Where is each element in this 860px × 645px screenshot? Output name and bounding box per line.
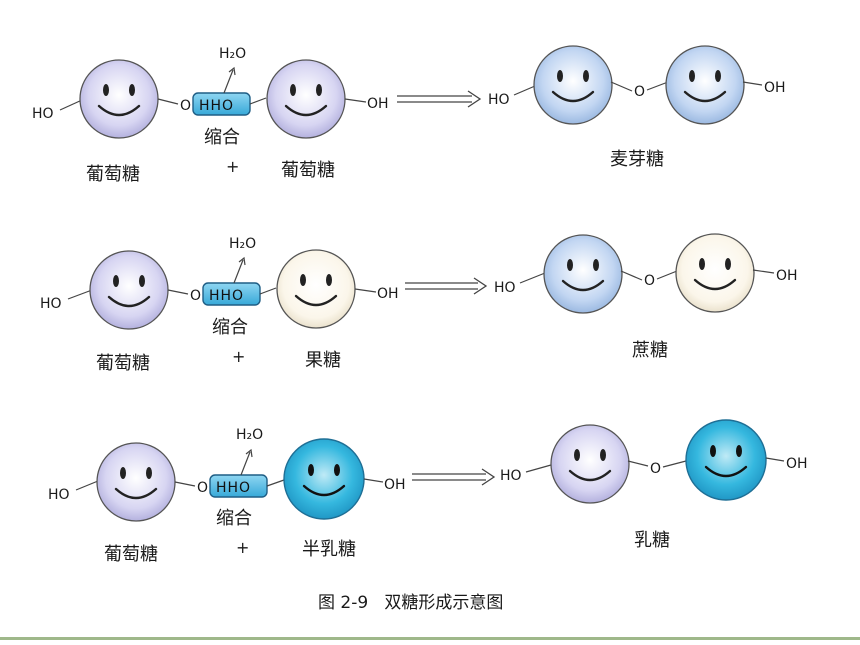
glucose-ring-icon bbox=[533, 45, 613, 125]
box-text: HHO bbox=[216, 480, 251, 496]
box-text: HHO bbox=[199, 98, 234, 114]
product-hydroxyl-right: OH bbox=[786, 456, 808, 472]
reactant-a-name: 葡萄糖 bbox=[86, 164, 140, 185]
reactant-a-name: 葡萄糖 bbox=[96, 353, 150, 374]
process-label: 缩合 bbox=[216, 508, 252, 529]
reaction-arrow-icon bbox=[397, 90, 482, 108]
water-label: H₂O bbox=[229, 236, 256, 252]
figure-caption: 图 2-9 双糖形成示意图 bbox=[318, 593, 503, 613]
fructose-ring-icon bbox=[675, 233, 755, 313]
glucose-ring-icon bbox=[89, 250, 169, 330]
plus-sign: + bbox=[232, 347, 245, 366]
product-hydroxyl-left: HO bbox=[500, 468, 522, 484]
galactose-ring-icon bbox=[283, 438, 365, 520]
water-label: H₂O bbox=[219, 46, 246, 62]
hydroxyl-right-label: OH bbox=[384, 477, 406, 493]
product-name: 乳糖 bbox=[634, 530, 670, 551]
plus-sign: + bbox=[236, 538, 249, 557]
o-left-of-box: O bbox=[180, 98, 191, 114]
o-left-of-box: O bbox=[190, 288, 201, 304]
reaction-arrow-icon bbox=[412, 468, 496, 486]
o-left-of-box: O bbox=[197, 480, 208, 496]
box-text: HHO bbox=[209, 288, 244, 304]
glycosidic-o: O bbox=[650, 461, 661, 477]
glucose-ring-icon bbox=[550, 424, 630, 504]
glucose-ring-icon bbox=[665, 45, 745, 125]
reaction-row-1: HO O HHO H₂O 缩合 + OH 葡萄糖 葡萄糖 bbox=[32, 45, 786, 185]
product-name: 麦芽糖 bbox=[610, 149, 664, 170]
reactant-a-name: 葡萄糖 bbox=[104, 544, 158, 565]
reactant-b-name: 果糖 bbox=[305, 350, 341, 371]
product-hydroxyl-left: HO bbox=[494, 280, 516, 296]
reaction-row-3: HO O HHO H₂O 缩合 + OH 葡萄糖 半乳糖 bbox=[48, 419, 808, 565]
reaction-row-2: HO O HHO H₂O 缩合 + OH 葡萄糖 果糖 bbox=[40, 233, 798, 374]
process-label: 缩合 bbox=[204, 127, 240, 148]
glucose-ring-icon bbox=[79, 59, 159, 139]
hydroxyl-left-label: HO bbox=[32, 106, 54, 122]
hydroxyl-right-label: OH bbox=[367, 96, 389, 112]
plus-sign: + bbox=[226, 157, 239, 176]
bottom-divider bbox=[0, 637, 860, 640]
product-hydroxyl-left: HO bbox=[488, 92, 510, 108]
glucose-ring-icon bbox=[543, 234, 623, 314]
glycosidic-o: O bbox=[634, 84, 645, 100]
glucose-ring-icon bbox=[266, 59, 346, 139]
reactant-b-name: 葡萄糖 bbox=[281, 160, 335, 181]
hydroxyl-left-label: HO bbox=[40, 296, 62, 312]
fructose-ring-icon bbox=[276, 249, 356, 329]
glucose-ring-icon bbox=[96, 442, 176, 522]
hydroxyl-right-label: OH bbox=[377, 286, 399, 302]
reactant-b-name: 半乳糖 bbox=[302, 539, 356, 560]
process-label: 缩合 bbox=[212, 317, 248, 338]
water-release-arrow bbox=[240, 451, 251, 476]
water-label: H₂O bbox=[236, 427, 263, 443]
galactose-ring-icon bbox=[685, 419, 767, 501]
product-hydroxyl-right: OH bbox=[764, 80, 786, 96]
hydroxyl-left-label: HO bbox=[48, 487, 70, 503]
glycosidic-o: O bbox=[644, 273, 655, 289]
water-release-arrow bbox=[223, 69, 234, 94]
water-release-arrow bbox=[233, 259, 244, 284]
product-hydroxyl-right: OH bbox=[776, 268, 798, 284]
reaction-arrow-icon bbox=[405, 277, 488, 295]
product-name: 蔗糖 bbox=[632, 340, 668, 361]
